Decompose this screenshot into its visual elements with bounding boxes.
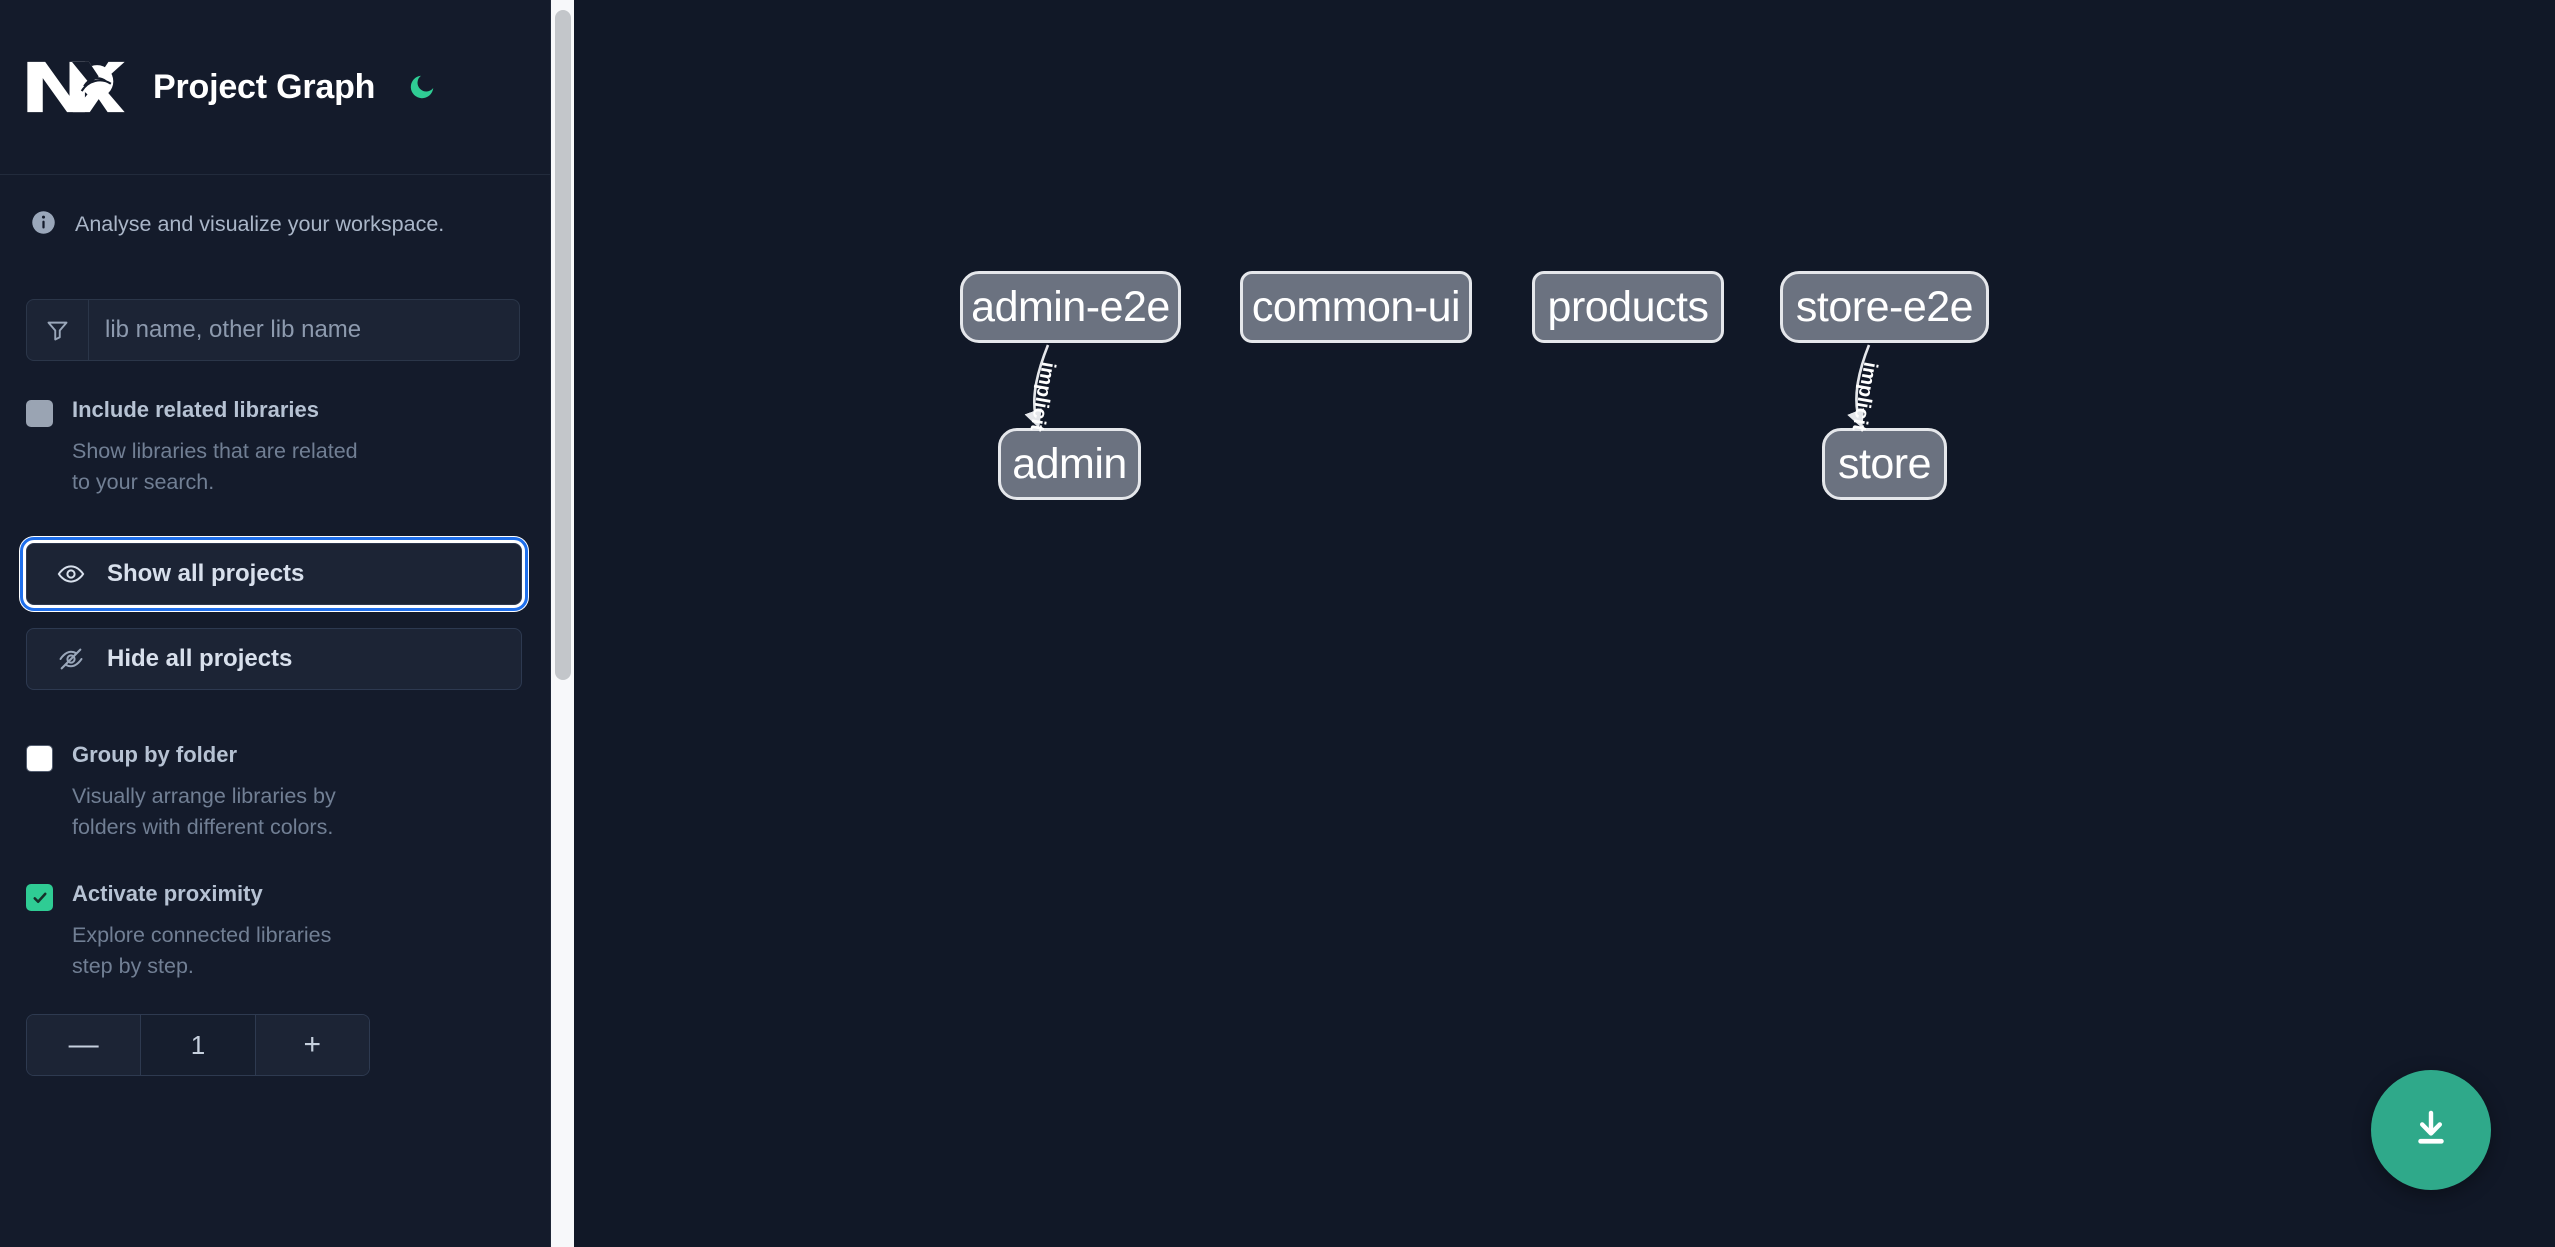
graph-node-label: common-ui — [1251, 282, 1461, 331]
visibility-buttons: Show all projects Hide all projects — [0, 537, 550, 691]
graph-node-common-ui[interactable]: common-ui — [1240, 271, 1472, 343]
proximity-stepper: — 1 + — [26, 1014, 370, 1077]
nx-logo-icon — [27, 57, 125, 117]
include-related-libraries-checkbox[interactable] — [26, 400, 53, 427]
activate-proximity-description: Explore connected libraries step by step… — [72, 923, 332, 978]
proximity-decrement-button[interactable]: — — [27, 1015, 141, 1076]
activate-proximity-checkbox[interactable] — [26, 884, 53, 912]
graph-node-admin-e2e[interactable]: admin-e2e — [960, 271, 1181, 343]
group-by-folder-description: Visually arrange libraries by folders wi… — [72, 784, 336, 839]
search-input[interactable] — [89, 300, 519, 360]
show-all-projects-label: Show all projects — [107, 560, 305, 588]
graph-node-admin[interactable]: admin — [998, 428, 1141, 500]
download-graph-button[interactable] — [2371, 1070, 2491, 1190]
sidebar: Project Graph Analyse and visualize your… — [0, 0, 551, 1247]
graph-node-label: products — [1547, 282, 1709, 331]
moon-icon[interactable] — [403, 68, 441, 106]
workspace-info-text: Analyse and visualize your workspace. — [75, 212, 445, 237]
edge-admin-e2e-admin — [1024, 344, 1050, 429]
graph-node-label: store-e2e — [1795, 282, 1974, 331]
graph-node-label: admin — [1012, 439, 1127, 488]
include-related-libraries-description: Show libraries that are related to your … — [72, 439, 358, 494]
hide-all-projects-label: Hide all projects — [107, 645, 293, 673]
sidebar-header: Project Graph — [0, 0, 550, 175]
group-by-folder-label: Group by folder — [72, 742, 237, 768]
proximity-value[interactable]: 1 — [140, 1015, 256, 1076]
activate-proximity-label: Activate proximity — [72, 881, 263, 907]
graph-node-store-e2e[interactable]: store-e2e — [1780, 271, 1989, 343]
download-icon — [2408, 1106, 2454, 1155]
option-include-related-libraries: Include related libraries Show libraries… — [0, 397, 550, 497]
sidebar-body: Analyse and visualize your workspace. In… — [0, 175, 550, 1247]
funnel-icon — [27, 300, 89, 360]
group-by-folder-checkbox[interactable] — [26, 745, 53, 773]
sidebar-scrollbar-thumb[interactable] — [555, 10, 571, 680]
show-all-projects-button[interactable]: Show all projects — [20, 537, 528, 612]
page-title: Project Graph — [153, 67, 376, 106]
edge-store-e2e-store — [1847, 344, 1871, 429]
graph-node-label: admin-e2e — [971, 282, 1170, 331]
eye-off-icon — [57, 645, 85, 673]
graph-edges — [1024, 344, 1871, 429]
option-group-by-folder: Group by folder Visually arrange librari… — [0, 742, 550, 842]
graph-canvas[interactable]: admin-e2e common-ui products store-e2e a… — [551, 0, 2555, 1247]
graph-node-products[interactable]: products — [1532, 271, 1724, 343]
workspace-info: Analyse and visualize your workspace. — [0, 175, 550, 241]
graph-node-label: store — [1837, 439, 1932, 488]
hide-all-projects-button[interactable]: Hide all projects — [26, 628, 522, 691]
filter-bar — [26, 299, 520, 361]
eye-icon — [57, 560, 85, 588]
include-related-libraries-label: Include related libraries — [72, 397, 319, 422]
proximity-increment-button[interactable]: + — [255, 1015, 369, 1076]
graph-node-store[interactable]: store — [1822, 428, 1947, 500]
option-activate-proximity: Activate proximity Explore connected lib… — [0, 881, 550, 981]
check-icon — [32, 892, 47, 903]
info-circle-icon — [30, 209, 57, 241]
